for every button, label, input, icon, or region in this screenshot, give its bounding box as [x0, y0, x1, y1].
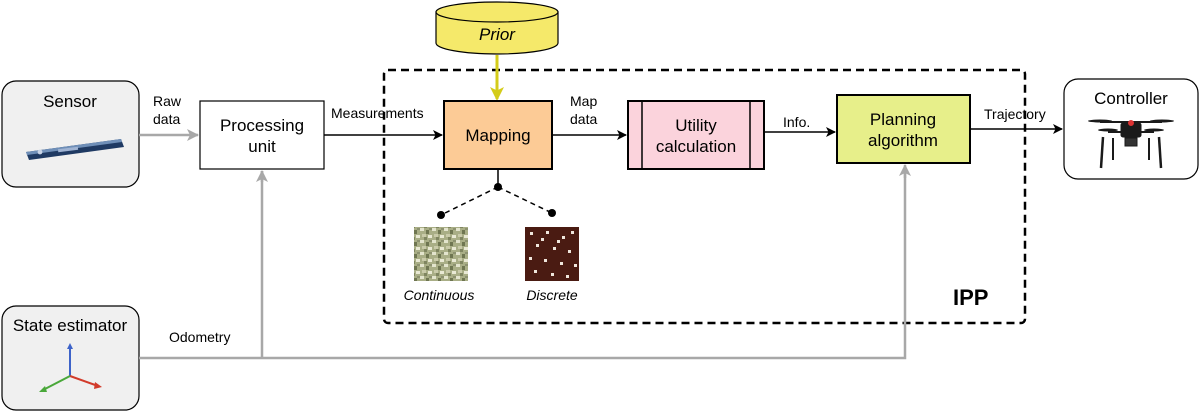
raw-data-label-line1: Raw [153, 93, 182, 109]
utility-label-line1: Utility [675, 116, 717, 135]
processing-unit-label-line1: Processing [220, 116, 304, 135]
map-data-label-line2: data [570, 111, 597, 127]
axes-icon [39, 343, 102, 392]
raw-data-label-line2: data [153, 111, 180, 127]
mapping-label: Mapping [465, 126, 530, 145]
controller-node: Controller [1063, 78, 1199, 180]
processing-unit-node: Processing unit [199, 100, 325, 170]
controller-label: Controller [1094, 89, 1168, 108]
processing-unit-label-line2: unit [248, 137, 276, 156]
discrete-label: Discrete [526, 287, 578, 303]
map-data-label-line1: Map [570, 93, 597, 109]
info-label: Info. [783, 114, 810, 130]
odometry-label: Odometry [169, 329, 230, 345]
drone-icon [1088, 119, 1174, 169]
state-estimator-node: State estimator [1, 305, 140, 411]
continuous-map-thumbnail [414, 227, 468, 281]
mapping-branch [437, 169, 556, 219]
utility-label-line2: calculation [656, 137, 736, 156]
state-estimator-label: State estimator [13, 316, 128, 335]
mapping-node: Mapping [443, 100, 553, 170]
odometry-feedback [139, 169, 907, 360]
continuous-label: Continuous [404, 287, 475, 303]
sensor-node: Sensor [1, 80, 140, 188]
planning-label-line1: Planning [870, 110, 936, 129]
sensor-bar-icon [26, 139, 124, 160]
ipp-region [382, 68, 1027, 325]
planning-node: Planning algorithm [836, 94, 971, 164]
discrete-map-thumbnail [525, 227, 579, 281]
utility-node: Utility calculation [627, 100, 765, 170]
prior-label: Prior [479, 25, 516, 44]
trajectory-label: Trajectory [984, 106, 1046, 122]
measurements-label: Measurements [331, 105, 424, 121]
sensor-label: Sensor [43, 92, 97, 111]
prior-node: Prior [435, 1, 559, 55]
ipp-label: IPP [953, 285, 988, 310]
planning-label-line2: algorithm [868, 131, 938, 150]
